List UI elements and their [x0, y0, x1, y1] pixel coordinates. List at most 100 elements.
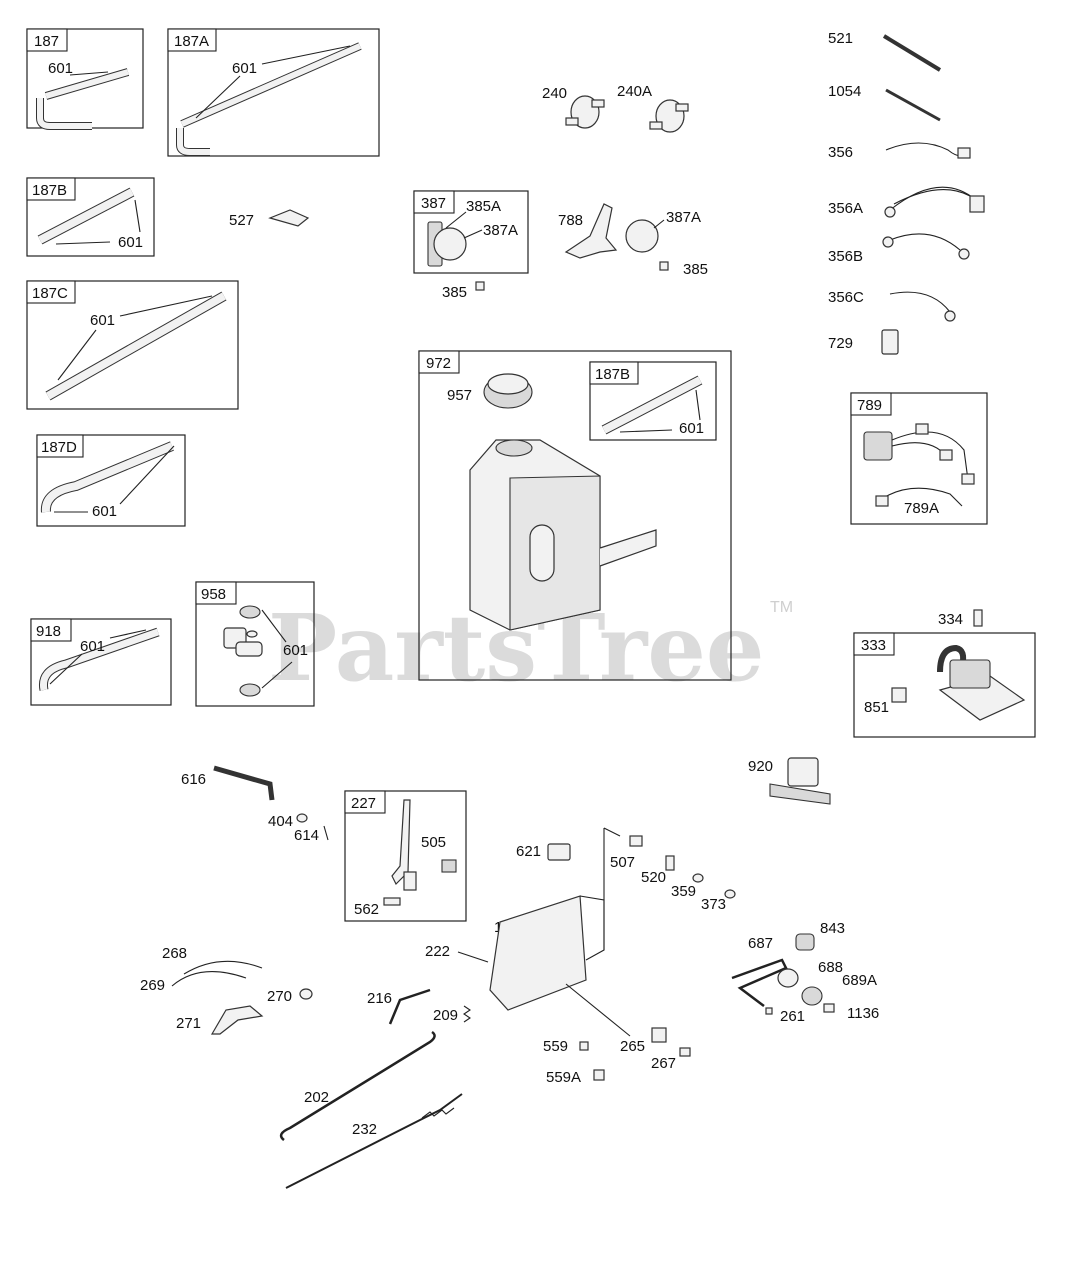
- part-1136[interactable]: 1136: [823, 1003, 879, 1022]
- part-788[interactable]: 788: [558, 203, 618, 259]
- part-559A[interactable]: 559A: [546, 1069, 605, 1086]
- label-788: 788: [558, 212, 583, 229]
- kit-918[interactable]: 918 601: [30, 618, 172, 706]
- label-187D: 187D: [41, 439, 77, 456]
- label-356A: 356A: [828, 200, 863, 217]
- kit-187[interactable]: 187 601: [26, 28, 144, 130]
- part-265[interactable]: 265: [565, 983, 667, 1055]
- watermark-tm: TM: [770, 599, 793, 616]
- label-187D-601: 601: [92, 503, 117, 520]
- label-187A: 187A: [174, 33, 209, 50]
- label-232: 232: [352, 1121, 377, 1138]
- label-216: 216: [367, 990, 392, 1007]
- label-261: 261: [780, 1008, 805, 1025]
- kit-333[interactable]: 333 851: [853, 632, 1036, 738]
- part-1054[interactable]: 1054: [828, 83, 941, 122]
- part-373[interactable]: 373: [701, 889, 736, 913]
- label-187: 187: [34, 33, 59, 50]
- part-689A[interactable]: 689A: [801, 972, 877, 1006]
- part-232[interactable]: 232: [285, 1093, 463, 1189]
- label-851: 851: [864, 699, 889, 716]
- kit-187C[interactable]: 187C 601: [26, 280, 239, 410]
- label-527: 527: [229, 212, 254, 229]
- kit-789[interactable]: 789 789A: [850, 392, 988, 525]
- label-222: 222: [425, 943, 450, 960]
- label-520: 520: [641, 869, 666, 886]
- label-972-187B: 187B: [595, 366, 630, 383]
- label-356: 356: [828, 144, 853, 161]
- part-729[interactable]: 729: [828, 329, 899, 355]
- part-240[interactable]: 240: [542, 85, 605, 129]
- part-359[interactable]: 359: [671, 873, 704, 900]
- part-261[interactable]: 261: [765, 1007, 805, 1025]
- label-562: 562: [354, 901, 379, 918]
- part-209[interactable]: 209: [433, 1005, 471, 1024]
- label-559A: 559A: [546, 1069, 581, 1086]
- kit-187B[interactable]: 187B 601: [26, 177, 155, 257]
- part-616[interactable]: 616: [181, 765, 275, 801]
- label-505: 505: [421, 834, 446, 851]
- label-187A-601: 601: [232, 60, 257, 77]
- kit-387[interactable]: 387 385A 387A: [413, 190, 529, 274]
- part-356[interactable]: 356: [828, 142, 971, 161]
- label-689A: 689A: [842, 972, 877, 989]
- part-268[interactable]: 268: [162, 945, 263, 975]
- label-621: 621: [516, 843, 541, 860]
- part-520[interactable]: 520: [641, 855, 675, 886]
- label-187B: 187B: [32, 182, 67, 199]
- part-222[interactable]: 222: [425, 827, 621, 1011]
- label-688: 688: [818, 959, 843, 976]
- part-240A[interactable]: 240A: [617, 83, 689, 133]
- label-918-601: 601: [80, 638, 105, 655]
- label-269: 269: [140, 977, 165, 994]
- label-356B: 356B: [828, 248, 863, 265]
- part-356C[interactable]: 356C: [828, 289, 956, 322]
- part-202[interactable]: 202: [279, 1030, 436, 1141]
- label-521: 521: [828, 30, 853, 47]
- kit-187A[interactable]: 187A 601: [167, 28, 380, 157]
- kit-958[interactable]: 958 601: [195, 581, 315, 707]
- part-385-left[interactable]: 385: [442, 281, 485, 301]
- label-789A: 789A: [904, 500, 939, 517]
- part-920[interactable]: 920: [748, 757, 831, 805]
- part-559[interactable]: 559: [543, 1038, 589, 1055]
- part-404[interactable]: 404: [268, 813, 308, 830]
- part-687[interactable]: 687: [731, 935, 788, 1007]
- part-527[interactable]: 527: [229, 209, 310, 229]
- part-614[interactable]: 614: [294, 825, 329, 844]
- part-688[interactable]: 688: [777, 959, 843, 988]
- label-334: 334: [938, 611, 963, 628]
- label-265: 265: [620, 1038, 645, 1055]
- kit-227[interactable]: 227 505 562: [344, 790, 467, 922]
- part-356B[interactable]: 356B: [828, 233, 970, 265]
- label-687: 687: [748, 935, 773, 952]
- part-621[interactable]: 621: [516, 843, 571, 861]
- label-240: 240: [542, 85, 567, 102]
- part-843[interactable]: 843: [795, 920, 845, 951]
- part-270[interactable]: 270: [267, 988, 313, 1005]
- part-387A[interactable]: 387A: [625, 209, 701, 253]
- label-958: 958: [201, 586, 226, 603]
- part-507[interactable]: 507: [610, 835, 643, 871]
- part-385-right[interactable]: 385: [659, 261, 708, 278]
- label-385-left: 385: [442, 284, 467, 301]
- part-267[interactable]: 267: [651, 1047, 691, 1072]
- part-521[interactable]: 521: [828, 30, 942, 72]
- part-269[interactable]: 269: [140, 971, 247, 994]
- label-958-601: 601: [283, 642, 308, 659]
- label-957: 957: [447, 387, 472, 404]
- kit-187D[interactable]: 187D 601: [36, 434, 186, 527]
- label-227: 227: [351, 795, 376, 812]
- label-356C: 356C: [828, 289, 864, 306]
- label-240A: 240A: [617, 83, 652, 100]
- label-373: 373: [701, 896, 726, 913]
- part-216[interactable]: 216: [367, 988, 431, 1025]
- part-356A[interactable]: 356A: [828, 186, 985, 218]
- label-387A: 387A: [666, 209, 701, 226]
- label-972-601: 601: [679, 420, 704, 437]
- part-271[interactable]: 271: [176, 1005, 264, 1035]
- kit-972[interactable]: 972 957 187B 601: [418, 350, 732, 681]
- part-334[interactable]: 334: [938, 609, 983, 628]
- label-616: 616: [181, 771, 206, 788]
